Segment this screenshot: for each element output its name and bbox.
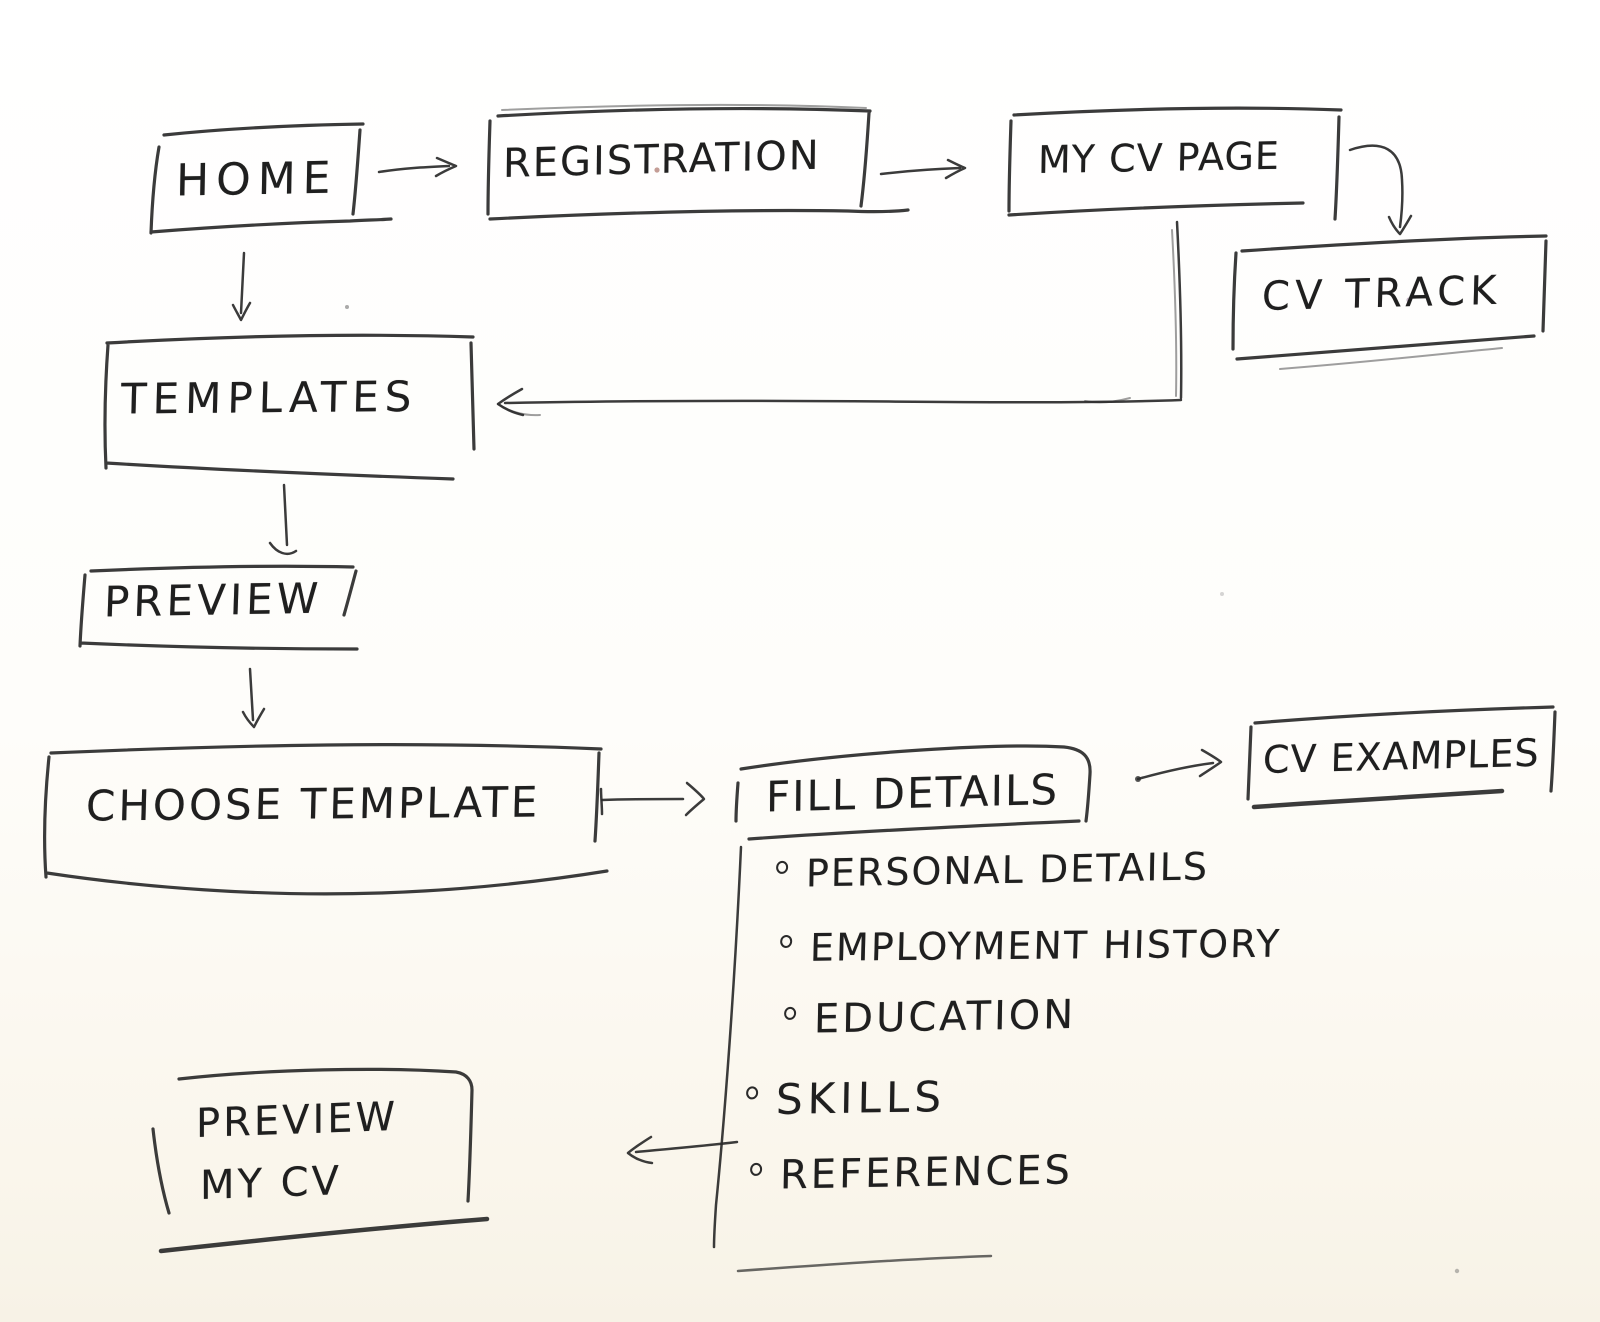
node-home-box xyxy=(149,122,393,235)
node-my-cv-page-label: MY CV PAGE xyxy=(1037,133,1281,183)
arrow-registration-to-my-cv-page xyxy=(879,158,967,180)
node-cv-examples-underline xyxy=(1251,788,1505,810)
node-cv-track-underline xyxy=(1279,347,1503,370)
list-item: SKILLS xyxy=(746,1071,947,1125)
node-preview-box xyxy=(78,564,359,651)
bullet-icon xyxy=(784,1006,797,1020)
node-templates-label: TEMPLATES xyxy=(120,371,419,424)
node-fill-details-label: FILL DETAILS xyxy=(765,764,1060,822)
list-item-label: PERSONAL DETAILS xyxy=(805,844,1210,896)
list-item-label: EMPLOYMENT HISTORY xyxy=(809,921,1282,970)
node-preview-my-cv-box xyxy=(151,1067,474,1215)
fill-details-list-bottom-line xyxy=(736,1254,993,1273)
node-choose-template-box xyxy=(42,743,609,896)
fill-details-list-left-line xyxy=(712,845,743,1249)
list-item-label: REFERENCES xyxy=(779,1147,1074,1199)
paper-specks xyxy=(345,167,1460,1274)
node-registration-box-overstroke xyxy=(501,103,867,111)
arrow-my-cv-page-to-templates xyxy=(496,220,1183,417)
node-registration-box xyxy=(486,106,910,221)
bullet-icon xyxy=(780,934,793,948)
arrow-home-to-registration xyxy=(377,156,458,178)
bullet-icon xyxy=(750,1162,763,1176)
list-item: PERSONAL DETAILS xyxy=(776,844,1210,896)
node-preview-my-cv-label-line1: PREVIEW xyxy=(196,1093,399,1148)
node-cv-examples-label: CV EXAMPLES xyxy=(1262,730,1541,783)
node-fill-details-box xyxy=(734,744,1092,841)
list-item: REFERENCES xyxy=(750,1147,1074,1199)
arrow-choose-template-to-fill-details xyxy=(599,781,706,817)
node-templates-box xyxy=(103,333,476,481)
arrow-preview-to-choose-template xyxy=(241,667,266,729)
arrow-fill-details-to-cv-examples xyxy=(1135,748,1223,782)
node-preview-my-cv-label-line2: MY CV xyxy=(200,1158,342,1210)
list-item-label: SKILLS xyxy=(775,1071,947,1124)
bullet-icon xyxy=(746,1086,759,1100)
arrow-my-cv-page-to-cv-track xyxy=(1348,144,1413,236)
node-preview-label: PREVIEW xyxy=(103,573,324,627)
node-cv-track-box xyxy=(1231,234,1548,361)
node-home-label: HOME xyxy=(175,152,338,207)
list-item: EDUCATION xyxy=(784,992,1077,1043)
node-my-cv-page-box xyxy=(1007,106,1343,221)
arrow-fill-details-to-preview-my-cv xyxy=(626,1135,739,1165)
bullet-icon xyxy=(776,860,789,874)
list-item-label: EDUCATION xyxy=(813,991,1077,1043)
node-choose-template-label: CHOOSE TEMPLATE xyxy=(85,777,541,831)
node-cv-examples-box xyxy=(1246,705,1557,801)
arrow-templates-to-preview xyxy=(268,483,298,555)
node-registration-label: REGISTRATION xyxy=(502,132,821,188)
node-cv-track-label: CV TRACK xyxy=(1261,267,1502,321)
arrow-home-to-templates xyxy=(231,251,252,322)
list-item: EMPLOYMENT HISTORY xyxy=(779,921,1282,970)
node-preview-my-cv-underline xyxy=(158,1216,490,1254)
